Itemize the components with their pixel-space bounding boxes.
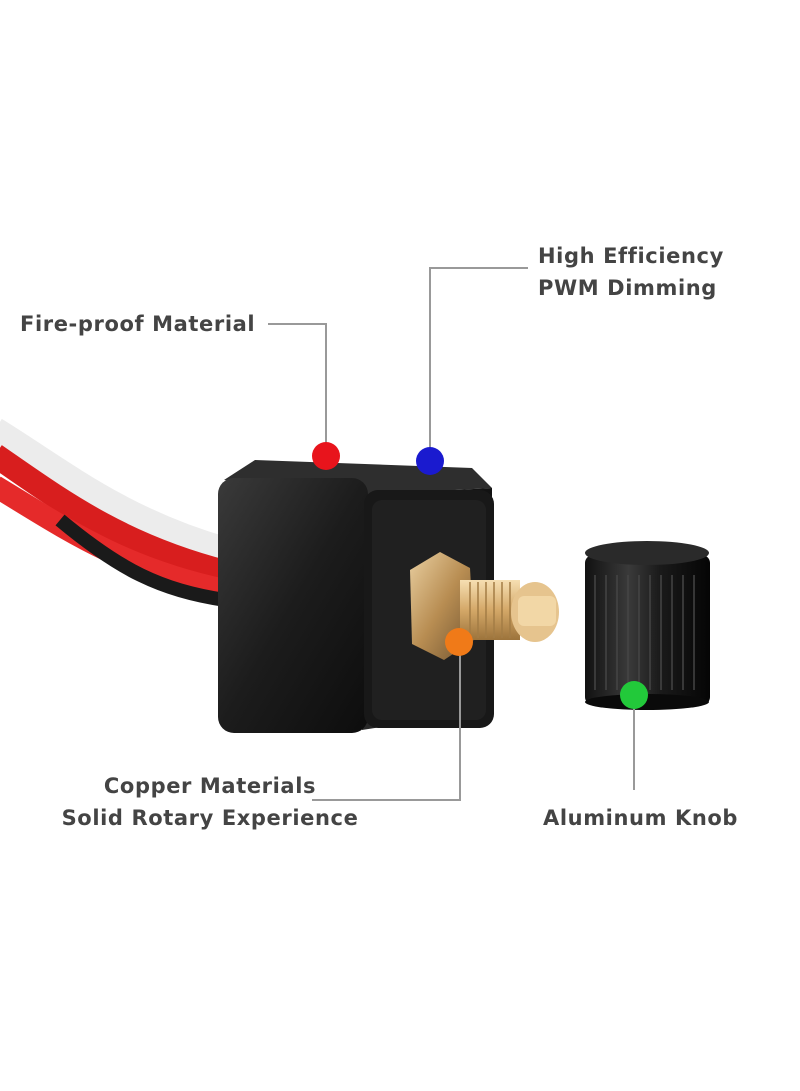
callout-knob: Aluminum Knob [543,802,738,834]
callout-pwm-line1: High Efficiency [538,244,724,268]
leader-line-fireproof [268,323,327,455]
callout-fireproof-text: Fire-proof Material [20,312,256,336]
callout-copper-line2: Solid Rotary Experience [61,806,359,830]
leader-line-copper [312,642,461,801]
leader-lines [268,267,635,801]
wires [0,418,229,607]
marker-dot-fireproof [312,442,340,470]
callout-pwm-line2: PWM Dimming [538,276,717,300]
marker-dot-copper [445,628,473,656]
marker-dot-pwm [416,447,444,475]
callout-pwm: High Efficiency PWM Dimming [538,240,724,304]
marker-dot-knob [620,681,648,709]
callout-copper-line1: Copper Materials [103,774,317,798]
leader-line-pwm [429,267,528,460]
callout-fireproof: Fire-proof Material [20,308,255,340]
marker-dots [312,442,648,709]
aluminum-knob [585,541,710,710]
callout-knob-text: Aluminum Knob [543,806,739,830]
callout-copper: Copper Materials Solid Rotary Experience [56,770,364,834]
